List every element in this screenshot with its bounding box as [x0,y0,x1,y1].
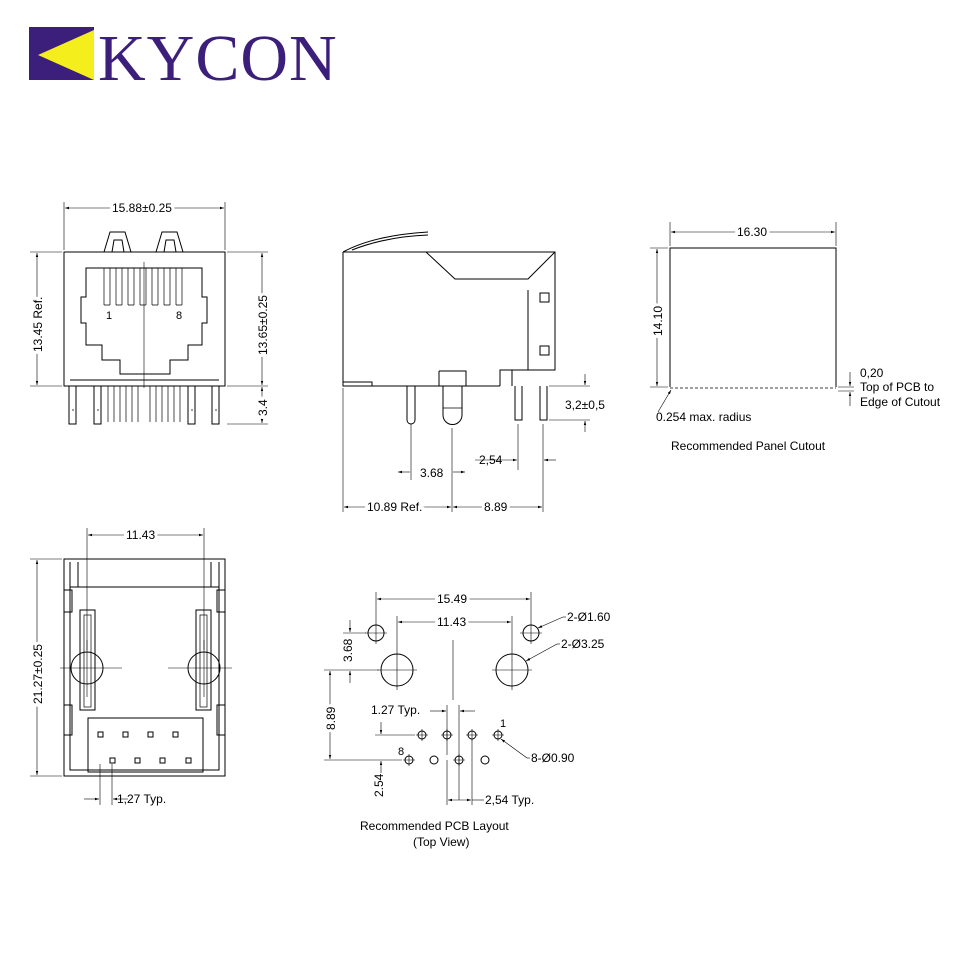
pcb-hole-large-callout: 2-Ø3.25 [561,637,605,651]
logo-wordmark: KYCON [98,22,338,95]
front-height-dim: 13.65±0.25 [256,295,270,355]
side-pitch-a-dim: 3.68 [420,466,444,480]
cutout-offset-value: 0,20 [860,366,884,380]
pcb-pitch-b-dim: 2,54 Typ. [485,793,534,807]
side-depth-ref-dim: 10.89 Ref. [367,500,422,514]
front-pin-length-dim: 3.4 [256,399,270,416]
brand-logo: KYCON [29,22,338,95]
pcb-inner-span-dim: 11.43 [437,615,466,629]
pcb-pitch-a-dim: 1.27 Typ. [371,703,420,717]
side-view: 3.68 2,54 10.89 Ref. 8.89 3,2±0,5 [342,231,605,517]
pcb-row-spacing-dim: 8.89 [324,706,338,730]
pcb-hole-small-callout: 2-Ø1.60 [567,610,611,624]
front-pin-first: 1 [106,310,112,322]
pcb-pin-eight-label: 8 [398,746,404,758]
cutout-height-dim: 14.10 [651,306,665,336]
side-pitch-b-dim: 2,54 [479,453,503,467]
cutout-radius-note: 0.254 max. radius [656,410,751,424]
front-height-ref-dim: 13.45 Ref. [31,297,45,352]
pcb-caption-line1: Recommended PCB Layout [360,819,509,833]
cutout-caption: Recommended Panel Cutout [671,439,826,453]
logo-yellow-mark [38,30,94,80]
bottom-span-dim: 11.43 [126,528,155,542]
pcb-layout-view: 15.49 11.43 2-Ø1.60 2-Ø3.25 3.68 8.89 2.… [321,589,611,849]
bottom-length-dim: 21.27±0.25 [31,644,45,704]
cutout-offset-line1: Top of PCB to [860,380,934,394]
front-width-dim: 15.88±0.25 [112,201,172,215]
cutout-offset-line2: Edge of Cutout [860,395,941,409]
pcb-row-gap-dim: 2.54 [372,773,386,797]
pcb-pin-holes-callout: 8-Ø0.90 [531,751,575,765]
cutout-width-dim: 16.30 [737,225,767,239]
front-view: 1 8 15.88±0.25 13.45 Ref. 13.65±0.25 3.4 [28,198,273,425]
side-depth-b-dim: 8.89 [484,500,508,514]
bottom-pitch-dim: 1,27 Typ. [117,792,166,806]
pcb-offset-y-dim: 3.68 [341,638,355,662]
side-lead-dim: 3,2±0,5 [565,398,605,412]
pcb-caption-line2: (Top View) [413,835,469,849]
pcb-outer-span-dim: 15.49 [437,592,467,606]
bottom-view: 11.43 21.27±0.25 1,27 Typ. [28,525,232,806]
front-pin-last: 8 [176,310,182,322]
pcb-pin-one-label: 1 [500,718,506,730]
panel-cutout-view: 16.30 14.10 0,20 Top of PCB to Edge of C… [648,222,941,453]
